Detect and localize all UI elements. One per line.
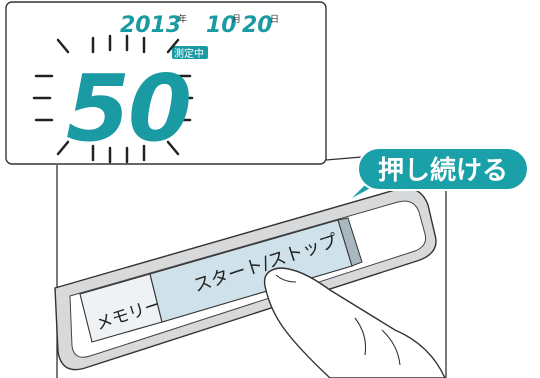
month-unit: 月 xyxy=(232,14,241,25)
memory-button[interactable]: メモリー xyxy=(79,273,164,343)
year-unit: 年 xyxy=(178,13,187,25)
measurement-reading: 50 xyxy=(66,55,190,162)
date-display: 2013 年 10 月 20 日 xyxy=(120,13,279,38)
lcd-display: 2013 年 10 月 20 日 測定中 xyxy=(5,1,447,165)
hold-callout: 押し続ける xyxy=(352,147,529,198)
month-value: 10 xyxy=(206,13,237,38)
device-body: メモリー スタート/ストップ xyxy=(54,150,447,378)
status-badge: 測定中 xyxy=(174,47,204,60)
hand-illustration xyxy=(263,267,446,378)
year-value: 2013 xyxy=(120,13,181,38)
day-unit: 日 xyxy=(270,14,279,25)
hold-callout-text: 押し続ける xyxy=(378,155,508,186)
measuring-badge: 測定中 xyxy=(172,46,208,60)
day-value: 20 xyxy=(242,13,273,38)
flash-rays-icon xyxy=(32,34,194,164)
